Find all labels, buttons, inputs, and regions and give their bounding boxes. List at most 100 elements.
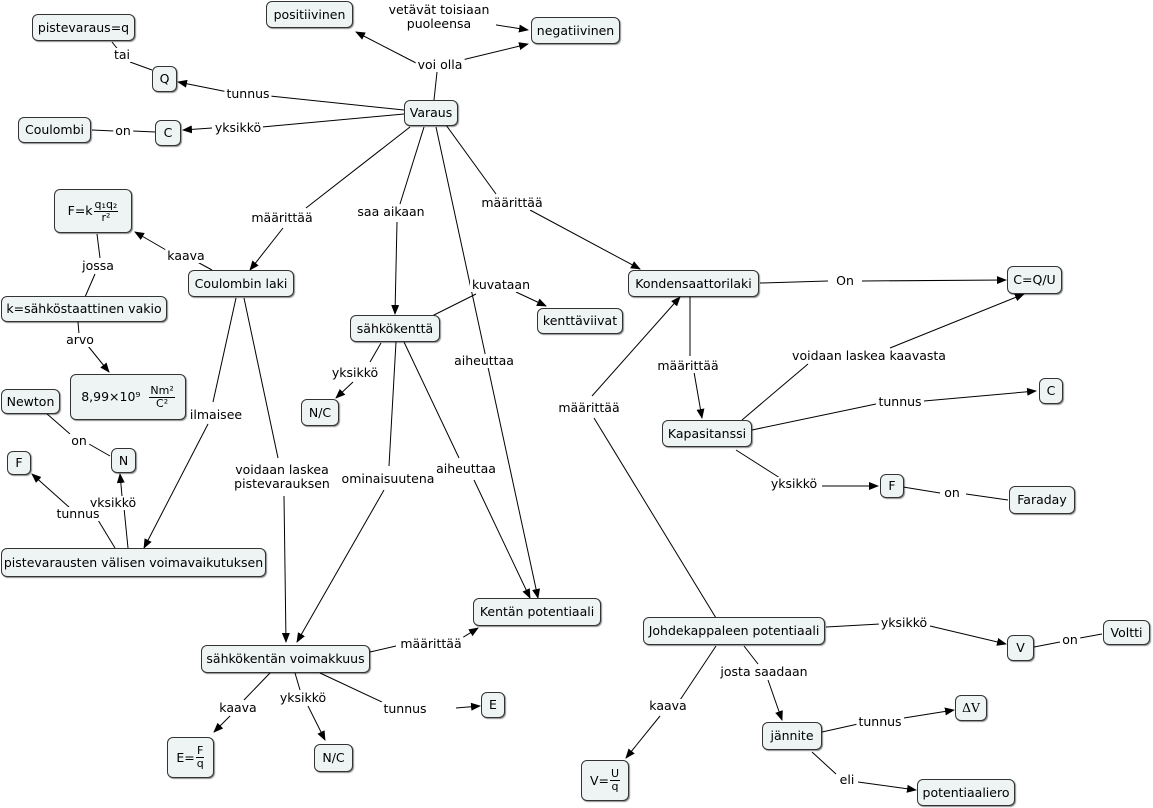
- n-unit-node[interactable]: N: [111, 448, 136, 473]
- varaus-node[interactable]: Varaus: [404, 100, 458, 126]
- link-label-tai: tai: [111, 47, 133, 62]
- delta-v-node[interactable]: ΔV: [955, 695, 987, 721]
- kenttaviivat-node[interactable]: kenttäviivat: [537, 308, 623, 334]
- f-symbol-node[interactable]: F: [7, 451, 31, 475]
- coulombin-formula-node[interactable]: F=k q₁q₂ r²: [54, 189, 132, 233]
- link-label-yksikko-nc: yksikkö: [329, 365, 381, 380]
- potentiaaliero-node[interactable]: potentiaaliero: [917, 779, 1015, 806]
- kapasitanssi-node[interactable]: Kapasitanssi: [662, 420, 752, 447]
- link-label-aiheuttaa-2: aiheuttaa: [452, 353, 516, 368]
- negatiivinen-text: negatiivinen: [536, 22, 615, 38]
- negatiivinen-node[interactable]: negatiivinen: [531, 17, 620, 44]
- v-formula-den: q: [611, 780, 619, 793]
- kondensaattorilaki-text: Kondensaattorilaki: [635, 275, 752, 291]
- coulombin-formula-den: r²: [101, 210, 111, 224]
- link-label-yksikko-f: yksikkö: [768, 476, 820, 491]
- positiivinen-text: positiivinen: [273, 6, 346, 22]
- v-formula-num: U: [609, 767, 621, 781]
- coulombin-laki-node[interactable]: Coulombin laki: [188, 270, 294, 297]
- pistevaraus-text: pistevaraus=q: [37, 19, 130, 35]
- link-label-maarittaa-kond: määrittää: [479, 195, 545, 210]
- link-label-maarittaa-coulomb: määrittää: [249, 210, 315, 225]
- sahkokentan-voimakkuus-node[interactable]: sähkökentän voimakkuus: [201, 645, 370, 673]
- kondensaattorilaki-node[interactable]: Kondensaattorilaki: [628, 270, 759, 297]
- c-unit-node[interactable]: C: [155, 120, 181, 146]
- k-vakio-text: k=sähköstaattinen vakio: [6, 301, 162, 316]
- v-formula-fraction: U q: [609, 767, 621, 793]
- link-label-voidaan-laskea: voidaan laskea pistevarauksen: [225, 463, 339, 491]
- johdekappaleen-text: Johdekappaleen potentiaali: [648, 623, 820, 638]
- link-label-yksikko-nc2: yksikkö: [277, 690, 329, 705]
- k-arvo-num: Nm²: [149, 383, 175, 398]
- e-symbol-node[interactable]: E: [481, 692, 505, 718]
- k-arvo-prefix: 8,99×10⁹: [81, 389, 141, 404]
- link-label-saa-aikaan: saa aikaan: [355, 204, 427, 219]
- e-symbol-text: E: [489, 697, 497, 712]
- voltti-text: Voltti: [1110, 624, 1143, 640]
- faraday-node[interactable]: Faraday: [1009, 486, 1075, 514]
- link-label-maarittaa-johde: määrittää: [556, 400, 622, 415]
- c-symbol-node[interactable]: C: [1039, 378, 1063, 404]
- link-label-voi-olla: voi olla: [415, 57, 465, 72]
- jannite-node[interactable]: jännite: [762, 722, 822, 750]
- link-label-on-voltti: on: [1060, 632, 1080, 647]
- coulombin-laki-text: Coulombin laki: [194, 275, 288, 291]
- potentiaaliero-text: potentiaaliero: [922, 784, 1010, 800]
- coulombin-formula-num: q₁q₂: [93, 197, 119, 212]
- sahkokentan-voimakkuus-text: sähkökentän voimakkuus: [206, 651, 365, 666]
- sahkokentta-node[interactable]: sähkökenttä: [350, 315, 440, 342]
- k-arvo-den: C²: [156, 396, 169, 410]
- johdekappaleen-node[interactable]: Johdekappaleen potentiaali: [643, 617, 825, 645]
- link-label-kaava-v: kaava: [647, 698, 689, 713]
- link-label-ilmaisee: ilmaisee: [187, 407, 245, 422]
- link-label-tunnus-f: tunnus: [54, 506, 102, 521]
- c-unit-text: C: [163, 125, 173, 140]
- faraday-text: Faraday: [1017, 492, 1067, 507]
- f-symbol-text: F: [15, 455, 23, 470]
- k-arvo-node[interactable]: 8,99×10⁹ Nm² C²: [70, 374, 186, 420]
- nc-unit-2-node[interactable]: N/C: [314, 744, 353, 772]
- nc-unit-1-text: N/C: [308, 404, 332, 420]
- link-label-ominaisuutena: ominaisuutena: [339, 471, 437, 486]
- link-label-tunnus-q: tunnus: [224, 86, 272, 101]
- e-formula-node[interactable]: E= F q: [167, 737, 214, 778]
- link-label-jossa: jossa: [80, 258, 116, 273]
- kentan-potentiaali-node[interactable]: Kentän potentiaali: [473, 598, 601, 626]
- v-formula-node[interactable]: V= U q: [581, 760, 629, 801]
- pistevarausten-text: pistevarausten välisen voimavaikutuksen: [3, 554, 264, 570]
- kenttaviivat-text: kenttäviivat: [542, 313, 618, 328]
- v-unit-node[interactable]: V: [1007, 635, 1034, 661]
- f-unit-node[interactable]: F: [880, 474, 904, 498]
- coulombi-text: Coulombi: [25, 122, 85, 137]
- link-label-on-faraday: on: [942, 485, 962, 500]
- kapasitanssi-text: Kapasitanssi: [667, 425, 747, 441]
- link-label-yksikko-v: yksikkö: [878, 615, 930, 630]
- link-label-yksikko-n: yksikkö: [87, 495, 139, 510]
- e-formula-prefix: E=: [176, 749, 195, 765]
- nc-unit-2-text: N/C: [322, 750, 345, 765]
- cqu-node[interactable]: C=Q/U: [1007, 266, 1062, 294]
- link-label-aiheuttaa-1: aiheuttaa: [434, 461, 498, 476]
- v-unit-text: V: [1016, 640, 1025, 655]
- nc-unit-1-node[interactable]: N/C: [301, 399, 339, 426]
- link-label-josta-saadaan: josta saadaan: [718, 664, 810, 679]
- q-symbol-text: Q: [159, 71, 170, 86]
- link-label-tunnus-c: tunnus: [876, 394, 924, 409]
- q-symbol-node[interactable]: Q: [152, 66, 177, 92]
- c-symbol-text: C: [1046, 383, 1056, 398]
- link-label-kuvataan: kuvataan: [470, 277, 532, 292]
- pistevarausten-node[interactable]: pistevarausten välisen voimavaikutuksen: [1, 548, 266, 577]
- k-arvo-fraction: Nm² C²: [149, 383, 175, 410]
- coulombi-node[interactable]: Coulombi: [18, 117, 91, 143]
- e-formula-den: q: [196, 757, 204, 770]
- positiivinen-node[interactable]: positiivinen: [266, 1, 353, 28]
- voltti-node[interactable]: Voltti: [1103, 620, 1150, 645]
- newton-text: Newton: [6, 393, 55, 409]
- sahkokentta-text: sähkökenttä: [356, 320, 434, 336]
- newton-node[interactable]: Newton: [1, 389, 60, 414]
- coulombin-formula-prefix: F=k: [67, 203, 93, 218]
- f-unit-text: F: [888, 478, 896, 493]
- jannite-text: jännite: [770, 728, 814, 743]
- pistevaraus-node[interactable]: pistevaraus=q: [32, 14, 135, 41]
- k-vakio-node[interactable]: k=sähköstaattinen vakio: [1, 296, 167, 322]
